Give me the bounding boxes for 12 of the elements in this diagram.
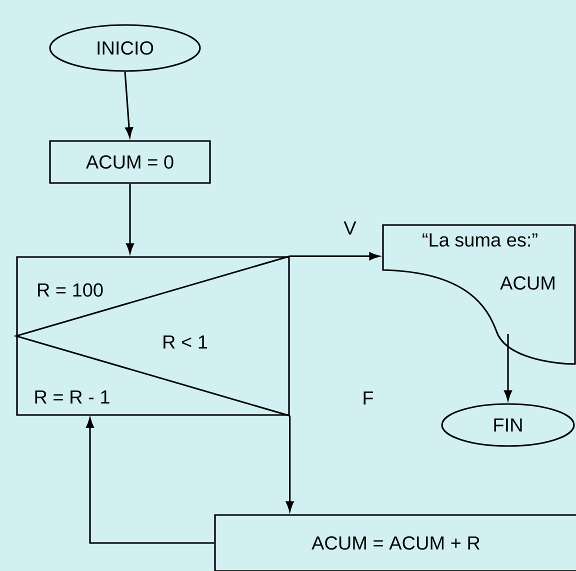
loop-box: R = 100 R < 1 R = R - 1 [13,255,290,417]
arrow [124,72,134,138]
process-box: ACUM = 0 [49,140,211,184]
arrow [286,416,294,512]
arrow [290,252,380,260]
output-document: “La suma es:” ACUM [382,224,576,365]
arrow [86,418,214,544]
process-box: ACUM = ACUM + R [214,514,576,571]
edge-label: F [361,390,375,406]
edge-label: V [342,220,358,236]
arrow [126,184,134,254]
arrow [504,334,512,400]
